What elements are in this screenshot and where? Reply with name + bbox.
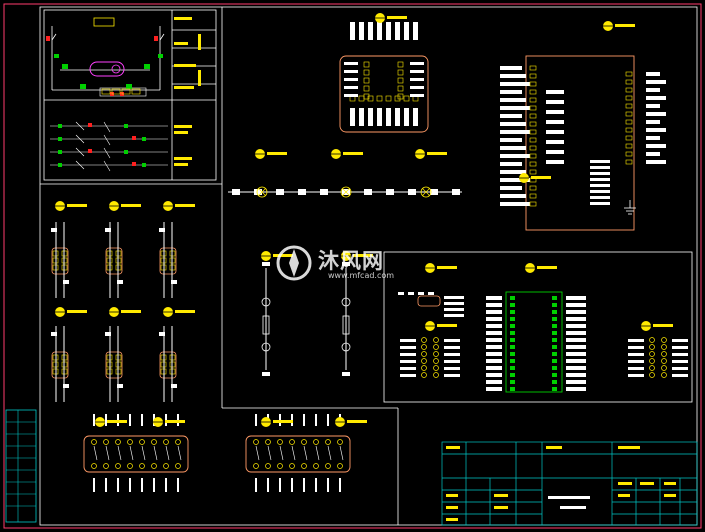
ground-icon: [624, 200, 636, 215]
inner-frame: [39, 6, 698, 526]
outer-frame: [3, 3, 702, 529]
left-side-strip: [5, 409, 37, 523]
